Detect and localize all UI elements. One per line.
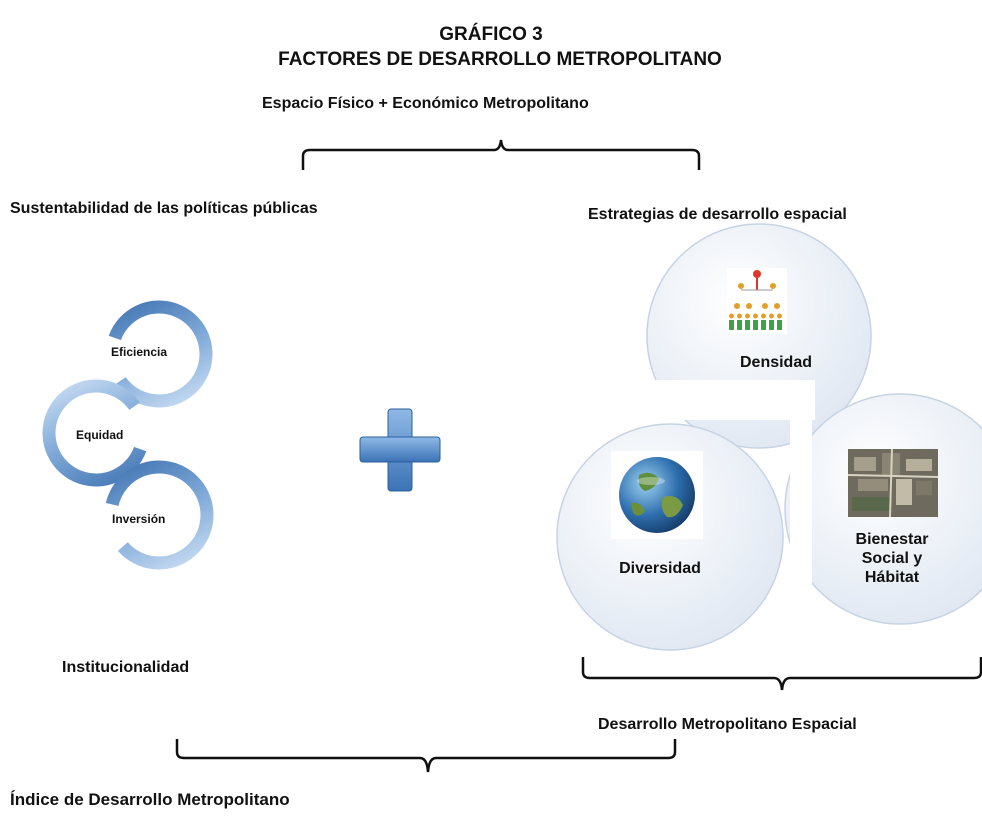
circle-label-bienestar: Bienestar Social y Hábitat: [826, 530, 958, 587]
ring-label-eficiencia: Eficiencia: [109, 345, 170, 359]
circle-label-densidad: Densidad: [739, 354, 812, 371]
right-brace: [581, 657, 982, 691]
ring-eficiencia: [105, 300, 213, 408]
bienestar-line3: Hábitat: [864, 569, 920, 586]
plus-icon: [359, 408, 441, 492]
right-heading: Estrategias de desarrollo espacial: [588, 206, 847, 223]
globe-icon: [611, 451, 703, 539]
top-brace: [301, 139, 701, 170]
right-footer: Desarrollo Metropolitano Espacial: [598, 716, 857, 733]
left-footer: Institucionalidad: [62, 659, 190, 676]
circle-label-diversidad: Diversidad: [619, 560, 701, 577]
bottom-caption: Índice de Desarrollo Metropolitano: [10, 790, 290, 809]
ring-equidad: [42, 379, 150, 487]
bienestar-line1: Bienestar: [855, 531, 929, 548]
left-heading: Sustentabilidad de las políticas pública…: [10, 200, 318, 217]
top-caption: Espacio Físico + Económico Metropolitano: [262, 95, 589, 112]
ring-label-inversion: Inversión: [110, 512, 168, 526]
ring-label-equidad: Equidad: [74, 428, 126, 442]
bottom-brace: [175, 739, 677, 773]
ring-inversion: [104, 460, 214, 570]
chart-title-line1: GRÁFICO 3: [439, 24, 543, 45]
city-aerial-icon: [847, 448, 939, 518]
population-icon: [727, 268, 787, 334]
chart-title-line2: FACTORES DE DESARROLLO METROPOLITANO: [278, 49, 722, 70]
bienestar-line2: Social y: [861, 550, 923, 567]
